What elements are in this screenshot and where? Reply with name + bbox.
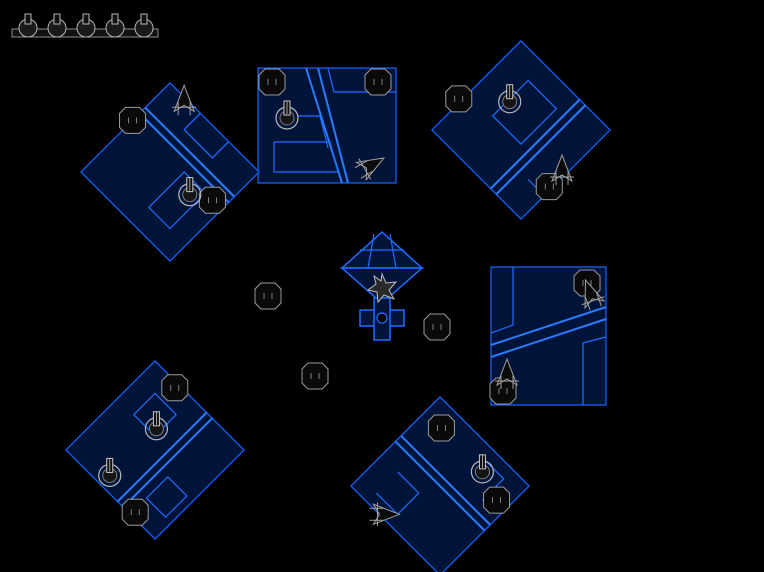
asteroid xyxy=(301,362,329,390)
asteroid xyxy=(258,68,286,96)
asteroid xyxy=(364,68,392,96)
asteroid xyxy=(119,106,147,134)
asteroid xyxy=(427,414,455,442)
life-turret-icon xyxy=(18,13,38,38)
hit-explosion-icon xyxy=(366,272,398,304)
base-tile-right xyxy=(489,266,608,406)
asteroid xyxy=(198,186,226,214)
asteroid xyxy=(483,486,511,514)
lives-indicator xyxy=(11,13,159,38)
base-tile-upper-left xyxy=(80,82,260,262)
base-tile-bottom xyxy=(350,396,530,572)
life-turret-icon xyxy=(76,13,96,38)
life-turret-icon xyxy=(105,13,125,38)
asteroid xyxy=(254,282,282,310)
asteroid xyxy=(121,498,149,526)
player-ship[interactable] xyxy=(340,230,424,341)
life-turret-icon xyxy=(134,13,154,38)
life-turret-icon xyxy=(47,13,67,38)
asteroid xyxy=(161,374,189,402)
base-tile-upper-right xyxy=(431,40,611,220)
base-tile-lower-left xyxy=(65,360,245,540)
asteroid xyxy=(445,85,473,113)
base-tile-top xyxy=(257,67,397,184)
asteroid xyxy=(423,313,451,341)
